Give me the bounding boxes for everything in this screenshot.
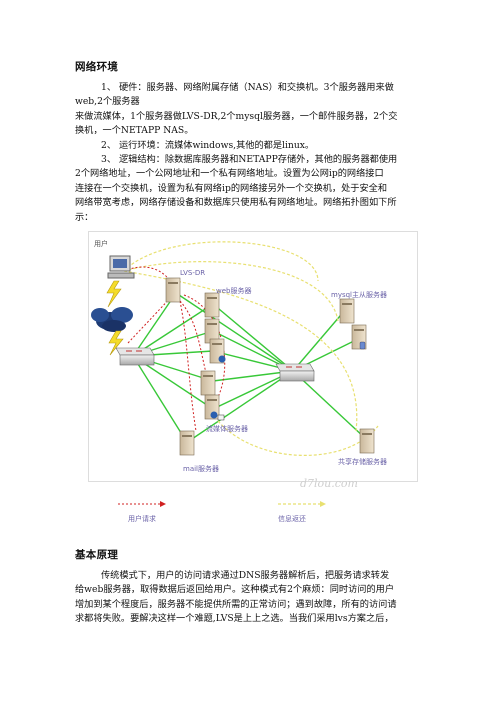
- web-server-icon: [204, 292, 220, 318]
- mysql-server-icon: [339, 298, 355, 324]
- text-line: 示：: [75, 211, 94, 223]
- label-user: 用户: [94, 239, 108, 248]
- section-heading-principle: 基本原理: [75, 549, 119, 561]
- label-nas: 共享存储服务器: [338, 457, 387, 466]
- lightning-icon: [106, 280, 122, 308]
- text-line: 连接在一个交换机，设置为私有网络ip的网络接另外一个交换机，处于安全和: [75, 182, 388, 194]
- network-topology-diagram: 用户 LVS-DR: [88, 231, 418, 523]
- legend-return-label: 信息返还: [278, 514, 306, 523]
- watermark: d7lou.com: [300, 477, 358, 490]
- text-line: 给web服务器，取得数据后返回给用户。这种模式有2个麻烦：同时访问的用户: [75, 584, 395, 596]
- label-web: web服务器: [216, 286, 251, 295]
- private-switch-icon: [275, 363, 315, 382]
- network-env-paragraph: 1、 硬件：服务器、网络附属存储（NAS）和交换机。3个服务器用来做 web,2…: [75, 81, 427, 225]
- diagram-frame: [88, 231, 418, 482]
- text-line: 换机，一个NETAPP NAS。: [75, 125, 194, 137]
- text-line: 增加到某个程度后，服务器不能提供所需的正常访问；遇到故障，所有的访问请: [75, 598, 397, 610]
- web-server-icon: [209, 338, 226, 364]
- section-heading-network: 网络环境: [75, 61, 119, 73]
- text-line: 2个网络地址，一个公网地址和一个私有网络地址。设置为公网ip的网络接口: [75, 168, 384, 180]
- text-line: 网络带宽考虑，网络存储设备和数据库只使用私有网络地址。网络拓扑图如下所: [75, 197, 397, 209]
- text-line: 1、 硬件：服务器、网络附属存储（NAS）和交换机。3个服务器用来做: [101, 82, 394, 93]
- label-mysql: mysql主从服务器: [331, 290, 387, 299]
- text-line: 来做流媒体，1个服务器做LVS-DR,2个mysql服务器，一个邮件服务器，2个…: [75, 110, 398, 122]
- stream-server-icon: [200, 370, 216, 396]
- label-lvs: LVS-DR: [180, 269, 205, 277]
- nas-storage-icon: [359, 428, 375, 454]
- lightning-icon: [108, 330, 124, 356]
- stream-server-icon: [204, 394, 225, 421]
- mail-server-icon: [179, 430, 195, 456]
- label-stream: 流媒体服务器: [206, 424, 248, 433]
- text-line: 3、 逻辑结构：除数据库服务器和NETAPP存储外，其他的服务器都使用: [101, 154, 398, 166]
- text-line: 传统模式下，用户的访问请求通过DNS服务器解析后，把服务请求转发: [101, 570, 390, 581]
- text-line: 求都将失败。要解决这样一个难题,LVS是上上之选。当我们采用lvs方案之后，: [75, 613, 394, 625]
- text-line: web,2个服务器: [75, 96, 140, 108]
- network-links: [132, 292, 367, 444]
- label-mail: mail服务器: [183, 464, 219, 473]
- legend-request-label: 用户请求: [128, 514, 156, 523]
- mysql-server-icon: [351, 324, 367, 350]
- user-computer-icon: [107, 255, 135, 279]
- diagram-legend: 用户请求 信息返还: [118, 501, 326, 523]
- lvs-server-icon: [165, 277, 181, 303]
- public-switch-icon: [115, 347, 155, 366]
- internet-cloud-icon: [91, 307, 133, 332]
- principle-paragraph: 传统模式下，用户的访问请求通过DNS服务器解析后，把服务请求转发 给web服务器…: [75, 569, 427, 627]
- text-line: 2、 运行环境：流媒体windows,其他的都是linux。: [101, 139, 315, 151]
- web-server-icon: [204, 318, 220, 344]
